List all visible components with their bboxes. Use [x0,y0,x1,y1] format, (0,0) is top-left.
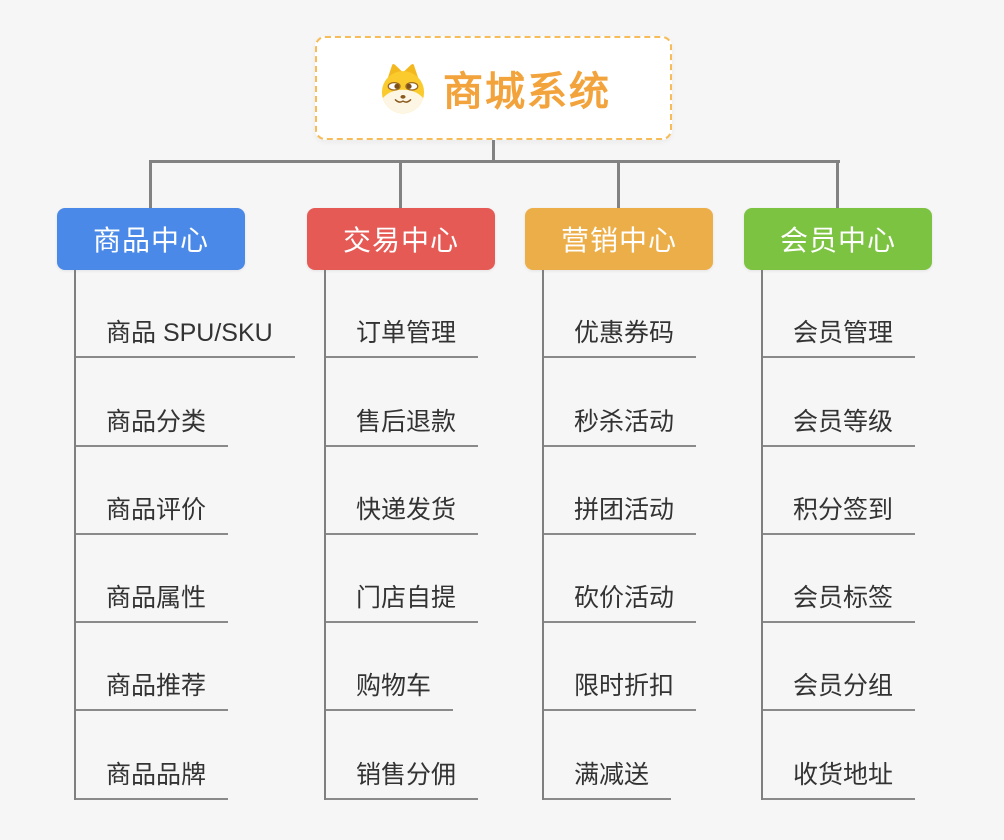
branch-1: 交易中心 订单管理 售后退款 快递发货 门店自提 购物车 销售分佣 [307,160,495,800]
branch-label: 会员中心 [779,225,896,256]
connector-branch-drop [399,160,402,208]
leaf-node[interactable]: 优惠券码 [544,270,697,359]
branch-header[interactable]: 会员中心 [744,208,932,270]
leaf-node[interactable]: 购物车 [326,623,454,712]
branch-header[interactable]: 交易中心 [307,208,495,270]
leaf-node[interactable]: 限时折扣 [544,623,697,712]
leaf-label: 销售分佣 [356,760,457,789]
leaf-label: 商品 SPU/SKU [106,319,273,348]
leaf-node[interactable]: 售后退款 [326,358,479,447]
leaf-label: 优惠券码 [574,319,675,348]
leaf-node[interactable]: 积分签到 [763,447,916,535]
leaf-label: 满减送 [574,760,650,789]
leaf-label: 会员管理 [793,319,894,348]
leaf-label: 订单管理 [356,319,457,348]
leaf-label: 砍价活动 [574,584,675,613]
leaf-label: 会员等级 [793,407,894,436]
leaf-node[interactable]: 商品评价 [76,447,229,535]
leaf-node[interactable]: 会员标签 [763,535,916,624]
leaf-node[interactable]: 满减送 [544,711,672,800]
leaf-label: 积分签到 [793,495,894,524]
branch-children-list: 订单管理 售后退款 快递发货 门店自提 购物车 销售分佣 [324,270,495,800]
leaf-node[interactable]: 会员分组 [763,623,916,712]
leaf-node[interactable]: 会员等级 [763,358,916,447]
doge-dog-icon [376,61,430,115]
leaf-label: 会员标签 [793,584,894,613]
leaf-node[interactable]: 商品分类 [76,358,229,447]
leaf-node[interactable]: 会员管理 [763,270,916,359]
leaf-node[interactable]: 商品推荐 [76,623,229,712]
leaf-label: 秒杀活动 [574,407,675,436]
leaf-node[interactable]: 销售分佣 [326,711,479,800]
leaf-node[interactable]: 收货地址 [763,711,916,800]
leaf-label: 拼团活动 [574,495,675,524]
connector-horizontal-bar [149,160,840,163]
branch-label: 营销中心 [560,225,677,256]
connector-branch-drop [617,160,620,208]
connector-branch-drop [836,160,839,208]
leaf-label: 商品推荐 [106,672,207,701]
branch-3: 会员中心 会员管理 会员等级 积分签到 会员标签 会员分组 收货地址 [744,160,932,800]
branch-0: 商品中心 商品 SPU/SKU 商品分类 商品评价 商品属性 商品推荐 商品品牌 [57,160,295,800]
branch-children-list: 会员管理 会员等级 积分签到 会员标签 会员分组 收货地址 [761,270,932,800]
connector-root-stem [492,140,495,163]
leaf-node[interactable]: 砍价活动 [544,535,697,624]
branch-children-list: 优惠券码 秒杀活动 拼团活动 砍价活动 限时折扣 满减送 [542,270,713,800]
leaf-label: 会员分组 [793,672,894,701]
leaf-node[interactable]: 商品品牌 [76,711,229,800]
branch-header[interactable]: 营销中心 [525,208,713,270]
leaf-node[interactable]: 拼团活动 [544,447,697,535]
leaf-label: 商品评价 [106,495,207,524]
branch-children-list: 商品 SPU/SKU 商品分类 商品评价 商品属性 商品推荐 商品品牌 [74,270,295,800]
leaf-label: 门店自提 [356,584,457,613]
connector-branch-drop [149,160,152,208]
leaf-node[interactable]: 订单管理 [326,270,479,359]
branch-header[interactable]: 商品中心 [57,208,245,270]
leaf-node[interactable]: 快递发货 [326,447,479,535]
leaf-label: 商品属性 [106,584,207,613]
leaf-node[interactable]: 门店自提 [326,535,479,624]
leaf-label: 快递发货 [356,495,457,524]
leaf-label: 收货地址 [793,760,894,789]
branch-label: 交易中心 [342,225,459,256]
root-title: 商城系统 [443,70,611,114]
leaf-node[interactable]: 商品 SPU/SKU [76,270,295,359]
leaf-node[interactable]: 商品属性 [76,535,229,624]
branch-label: 商品中心 [92,225,209,256]
branch-2: 营销中心 优惠券码 秒杀活动 拼团活动 砍价活动 限时折扣 满减送 [525,160,713,800]
leaf-label: 商品品牌 [106,760,207,789]
leaf-label: 售后退款 [356,407,457,436]
leaf-label: 限时折扣 [574,672,675,701]
leaf-label: 购物车 [356,672,432,701]
leaf-node[interactable]: 秒杀活动 [544,358,697,447]
leaf-label: 商品分类 [106,407,207,436]
root-node[interactable]: 商城系统 [315,36,672,140]
